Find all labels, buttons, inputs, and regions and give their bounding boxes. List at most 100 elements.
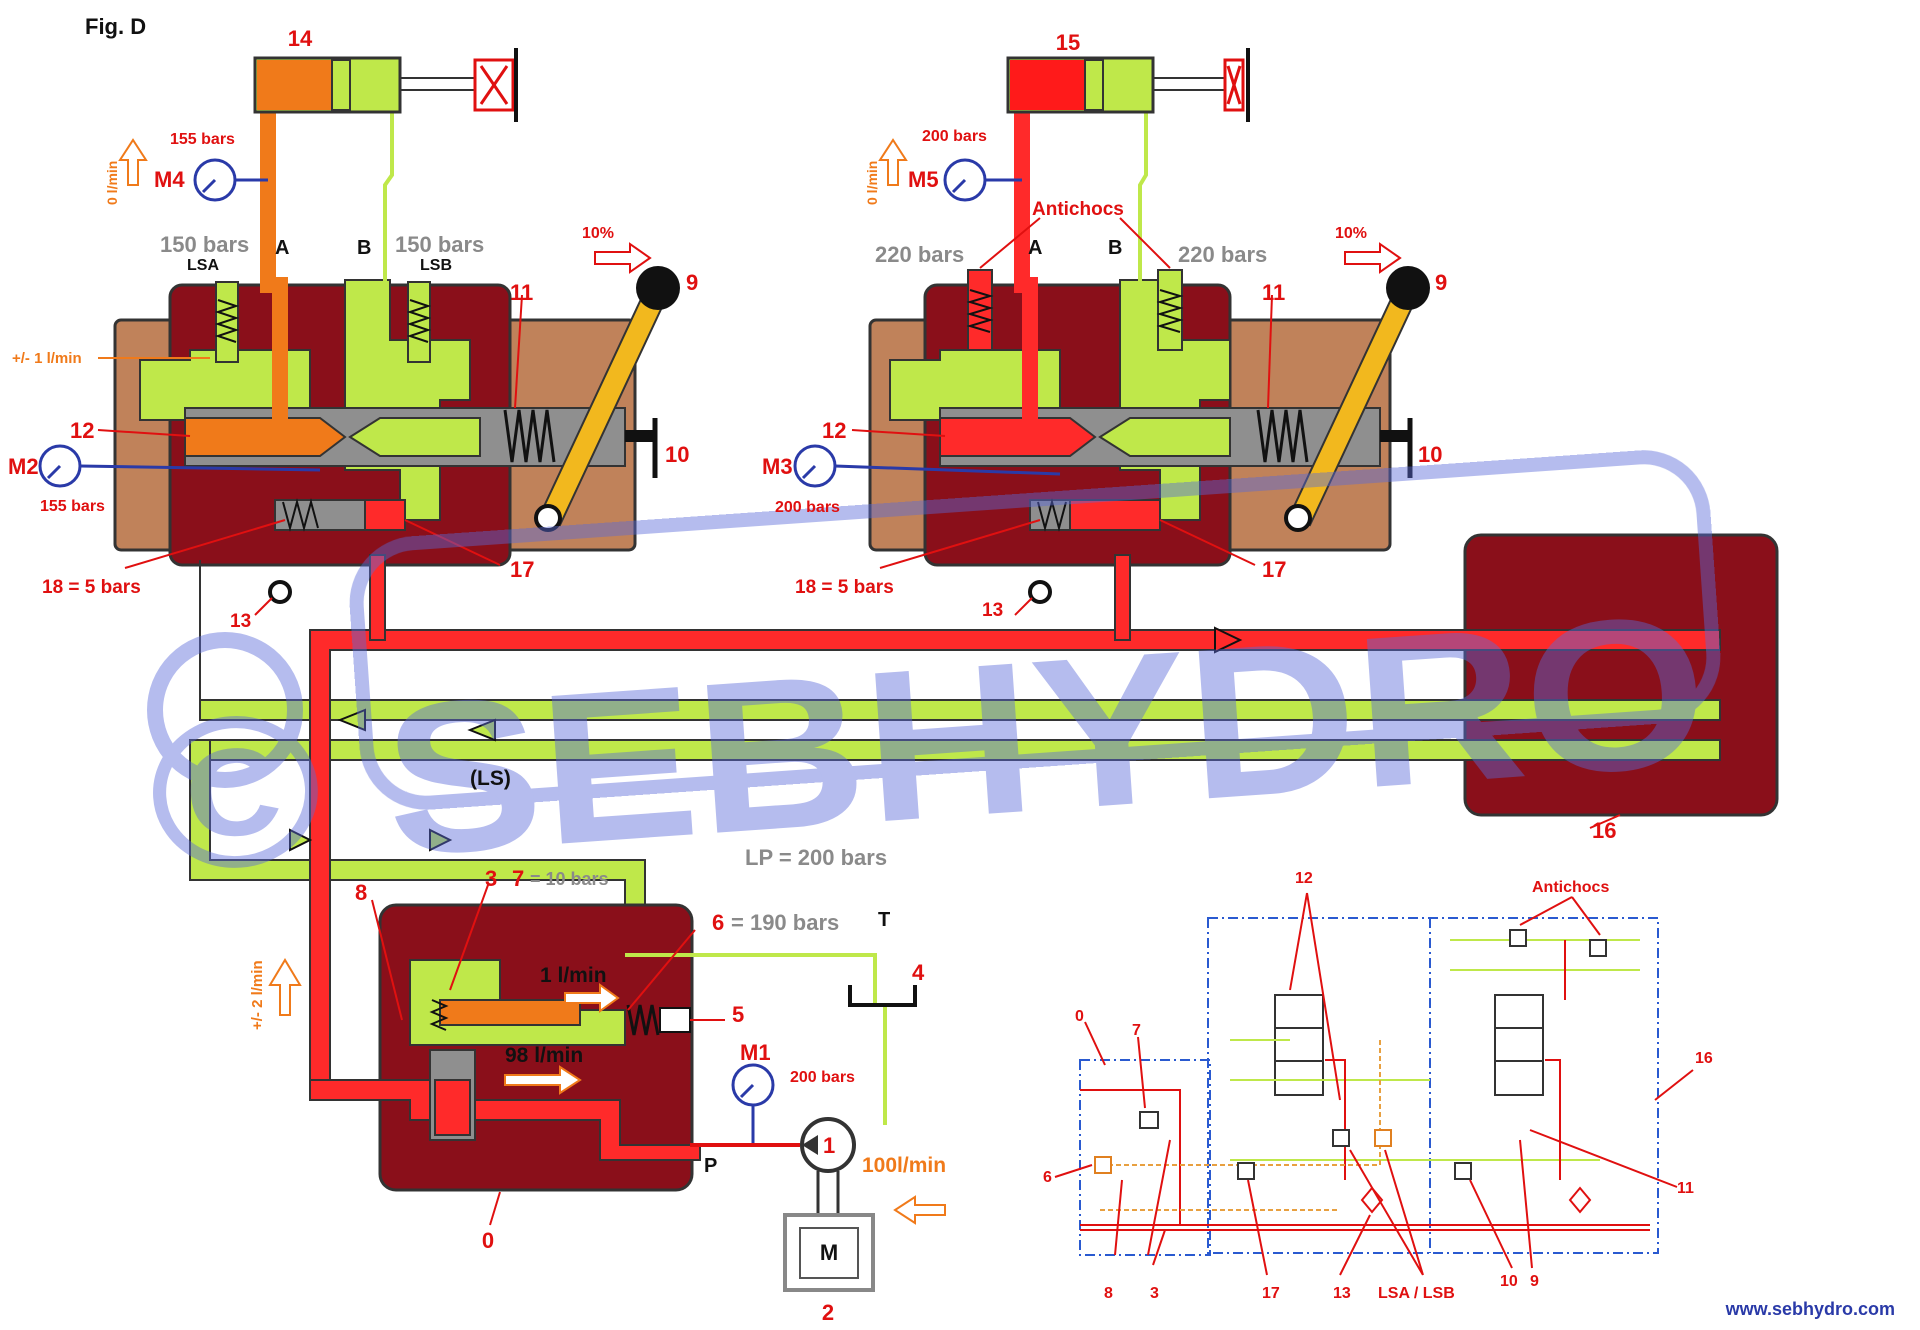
leader-antichoc-a	[979, 217, 1041, 269]
schematic-label-12: 12	[1295, 870, 1313, 887]
schematic-shuttle-right	[1568, 1186, 1592, 1214]
label-8: 8	[355, 880, 367, 905]
left-spool-label: 12	[70, 418, 94, 443]
relief-spring-6	[626, 1004, 660, 1036]
leader-17-left	[404, 519, 501, 566]
website-link[interactable]: www.sebhydro.com	[1725, 1299, 1895, 1319]
left-port-b-line	[383, 95, 394, 285]
section-left	[38, 48, 680, 616]
right-detent-label: 10	[1418, 442, 1442, 467]
schematic-red-lines	[1080, 940, 1650, 1231]
cylinder-14-piston	[331, 59, 351, 111]
gauge-m3-needle	[801, 464, 817, 480]
schematic-frame-block0	[1079, 1059, 1211, 1256]
motor-2-inner	[799, 1227, 859, 1279]
right-port-b-line	[1138, 95, 1148, 285]
block-label: 0	[482, 1228, 494, 1253]
right-spool-red	[939, 417, 1097, 457]
right-port-b: B	[1108, 237, 1122, 259]
schematic-valve-6	[1094, 1156, 1112, 1174]
cylinder-15-chamber	[1010, 60, 1085, 110]
schematic-label-13: 13	[1333, 1285, 1351, 1302]
right-compensator-red	[1069, 499, 1161, 531]
left-compensator-spring: 18 = 5 bars	[42, 577, 141, 598]
block-pilot-orange	[439, 999, 581, 1026]
pump-1-triangle	[802, 1135, 818, 1155]
gallery-arrow-right-1	[1214, 626, 1243, 654]
cylinder-14-label: 14	[288, 26, 313, 51]
schematic-label-6: 6	[1043, 1169, 1052, 1186]
schematic-shuttle-13	[1360, 1186, 1384, 1214]
right-relief-b: 220 bars	[1178, 242, 1267, 267]
leader-11-left	[514, 294, 523, 409]
pump-flow-arrow	[893, 1195, 946, 1225]
right-compensator-spring: 18 = 5 bars	[795, 577, 894, 598]
relief-plug-5	[659, 1007, 691, 1033]
schematic-antichoc-1	[1509, 929, 1527, 947]
schematic-label-7: 7	[1132, 1022, 1141, 1039]
right-antichocs: Antichocs	[1032, 199, 1124, 220]
supply-block	[268, 884, 946, 1292]
left-spring-label: 11	[510, 280, 533, 305]
schematic-label-10: 10	[1500, 1273, 1518, 1290]
right-tank-gallery	[889, 349, 1061, 421]
right-lever-stroke: 10%	[1335, 225, 1367, 242]
left-tank-gallery	[139, 349, 311, 421]
gauge-m2-needle	[46, 464, 62, 480]
leader-18-left	[124, 519, 286, 569]
watermark-copyright-ring	[147, 632, 303, 788]
gallery-arrow-left-1	[337, 708, 366, 732]
labels: Fig. D 14 155 bars M4 0 l/min 150 bars A…	[8, 14, 1895, 1325]
left-spool-orange	[184, 417, 347, 457]
left-lsb-spring	[406, 299, 432, 343]
cylinder-15-piston	[1084, 59, 1104, 111]
section-right	[793, 48, 1430, 616]
gauge-m2-pressure: 155 bars	[40, 498, 105, 515]
bypass-flow: 98 l/min	[505, 1044, 583, 1067]
green-return-gallery	[199, 560, 1721, 721]
motor-label: 2	[822, 1300, 834, 1325]
pump-label: 1	[823, 1133, 835, 1158]
right-antichoc-a-spring	[966, 289, 994, 333]
right-port-a-line	[1014, 95, 1038, 420]
left-lever-knob	[636, 266, 680, 310]
left-stroke-arrow	[594, 242, 652, 274]
leader-16	[1589, 814, 1621, 829]
right-compensator-label: 17	[1262, 557, 1286, 582]
pump-flow: 100l/min	[862, 1154, 946, 1177]
tank-4	[848, 985, 917, 1007]
right-detent-10	[1380, 430, 1410, 442]
right-stroke-arrow	[1344, 242, 1402, 274]
port-p-label: P	[704, 1155, 717, 1177]
leader-0	[489, 1191, 501, 1226]
right-flow-up: 0 l/min	[864, 161, 880, 205]
left-lsa: LSA	[187, 257, 219, 274]
left-lsa-spring	[214, 299, 240, 343]
red-pressure-feed-right	[1114, 554, 1131, 641]
schematic-antichoc-2	[1589, 939, 1607, 957]
gallery-arrow-left-2	[467, 718, 496, 742]
motor-m-label: M	[820, 1240, 838, 1265]
right-lever-pivot	[1284, 504, 1312, 532]
schematic-valve-7	[1139, 1111, 1159, 1129]
schematic-label-lsa-lsb: LSA / LSB	[1378, 1285, 1455, 1302]
right-antichoc-b-spring	[1156, 289, 1184, 333]
gauge-m3-pressure: 200 bars	[775, 499, 840, 516]
left-lever-label: 9	[686, 270, 698, 295]
schematic-frame-main	[1207, 917, 1659, 1254]
right-shuttle-13	[1028, 580, 1052, 604]
left-port-b: B	[357, 237, 371, 259]
right-port-a: A	[1028, 237, 1042, 259]
leader-18-right	[879, 519, 1041, 569]
left-relief-b: 150 bars	[395, 232, 484, 257]
pilot-arrow	[564, 983, 620, 1013]
block-leak-flow: +/- 2 l/min	[249, 960, 266, 1030]
ls-label: (LS)	[470, 767, 511, 790]
right-spring-label: 11	[1262, 280, 1285, 305]
gauge-m5-needle	[951, 178, 967, 194]
left-flow-up-arrow	[118, 138, 148, 186]
left-leak-flow: +/- 1 l/min	[12, 350, 82, 367]
right-relief-a: 220 bars	[875, 242, 964, 267]
gauge-m2-label: M2	[8, 454, 39, 479]
left-flow-up: 0 l/min	[104, 161, 120, 205]
